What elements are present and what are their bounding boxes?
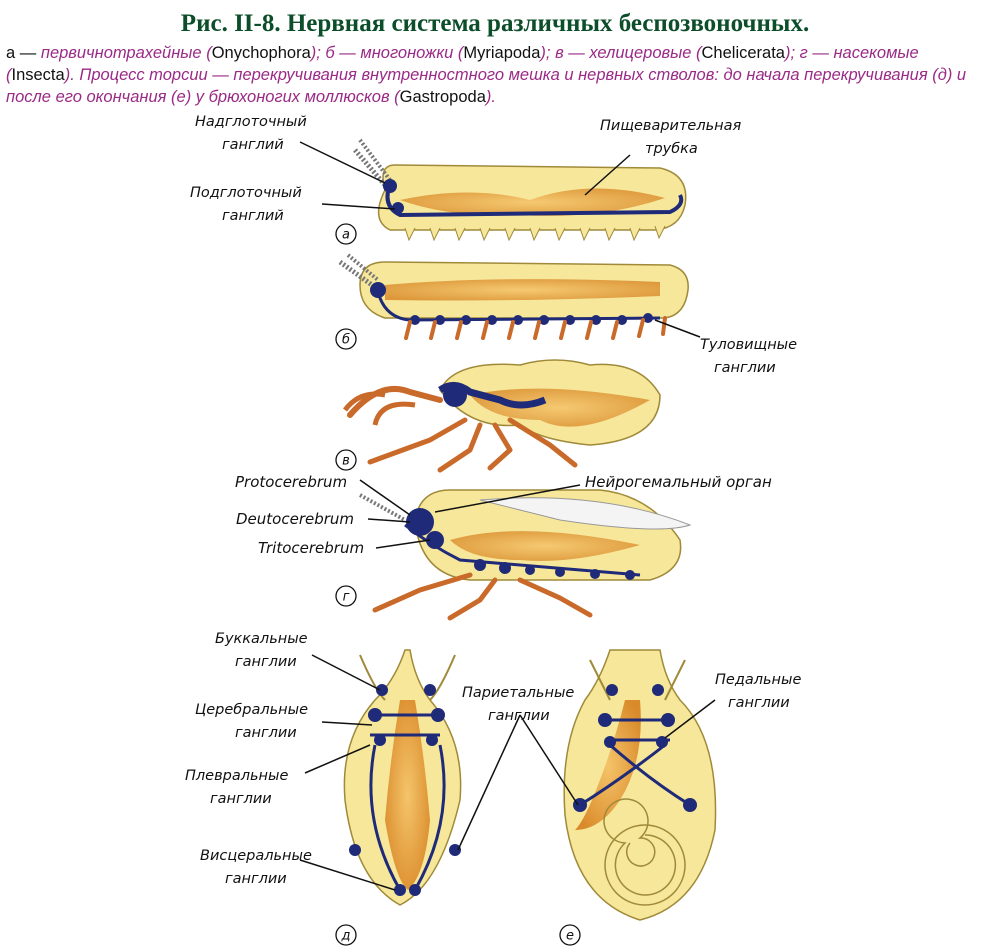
- svg-text:в: в: [342, 454, 350, 469]
- label-parietal-line2: ганглии: [488, 708, 550, 724]
- badge-e: е: [559, 924, 581, 946]
- badge-v: в: [335, 449, 357, 471]
- caption-segment: Myriapoda: [463, 44, 541, 62]
- badge-b: б: [335, 328, 357, 350]
- label-parietal-line1: Париетальные: [462, 685, 574, 701]
- label-visceral-line2: ганглии: [225, 871, 287, 887]
- label-pleural-line2: ганглии: [210, 791, 272, 807]
- label-buccal-line2: ганглии: [235, 654, 297, 670]
- label-pleural-line1: Плевральные: [185, 768, 288, 784]
- caption-segment: ). Процесс торсии — перекручивания внутр…: [6, 66, 967, 106]
- label-tritocerebrum: Tritocerebrum: [258, 539, 364, 557]
- label-neurohemal: Нейрогемальный орган: [585, 473, 772, 491]
- svg-text:д: д: [341, 929, 351, 944]
- badge-g: г: [335, 585, 357, 607]
- caption-segment: Gastropoda: [399, 88, 486, 106]
- caption-segment: ).: [485, 88, 496, 106]
- label-trunk-line2: ганглии: [714, 360, 776, 376]
- label-deutocerebrum: Deutocerebrum: [236, 510, 354, 528]
- badge-a: а: [335, 223, 357, 245]
- caption-segment: Insecta: [11, 66, 65, 84]
- label-subesophageal-line2: ганглий: [222, 208, 284, 224]
- figure-caption: а — первичнотрахейные (Onychophora); б —…: [6, 42, 986, 108]
- specimen-v-chelicerata: [343, 359, 661, 473]
- specimen-d-gastropoda-before: [299, 649, 521, 906]
- specimen-g-insecta: [359, 479, 692, 621]
- svg-text:б: б: [342, 333, 350, 348]
- badge-d: д: [335, 924, 357, 946]
- caption-segment: ); г — насекомые (: [6, 44, 919, 84]
- annotation-labels: Надглоточный ганглий Подглоточный гангли…: [185, 114, 801, 887]
- label-pedal-line1: Педальные: [715, 672, 801, 688]
- label-cerebral-line1: Церебральные: [195, 702, 308, 718]
- label-trunk-line1: Туловищные: [700, 337, 797, 353]
- specimen-a-onychophora: [299, 138, 687, 242]
- label-subesophageal-line1: Подглоточный: [190, 185, 302, 201]
- label-pedal-line2: ганглии: [728, 695, 790, 711]
- svg-text:а: а: [342, 228, 350, 243]
- svg-text:г: г: [343, 590, 350, 605]
- svg-text:е: е: [566, 929, 574, 944]
- label-digestive-line1: Пищеварительная: [600, 118, 742, 134]
- caption-segment: ); б — многоножки (: [310, 44, 464, 62]
- panel-badges: а б в г д е: [335, 223, 581, 946]
- label-supraesophageal-line2: ганглий: [222, 137, 284, 153]
- figure-title: Рис. II-8. Нервная система различных бес…: [180, 10, 810, 37]
- caption-segment: Onychophora: [211, 44, 311, 62]
- label-visceral-line1: Висцеральные: [200, 848, 312, 864]
- label-protocerebrum: Protocerebrum: [235, 473, 347, 491]
- label-supraesophageal-line1: Надглоточный: [195, 114, 307, 130]
- specimen-e-gastropoda-after: [519, 649, 717, 921]
- label-digestive-line2: трубка: [645, 141, 698, 157]
- label-buccal-line1: Буккальные: [215, 631, 308, 647]
- caption-segment: а —: [6, 44, 41, 62]
- caption-segment: Chelicerata: [701, 44, 785, 62]
- caption-segment: первичнотрахейные (: [40, 44, 212, 62]
- specimen-b-myriapoda: [338, 253, 701, 340]
- caption-segment: ); в — хелицеровые (: [540, 44, 702, 62]
- label-cerebral-line2: ганглии: [235, 725, 297, 741]
